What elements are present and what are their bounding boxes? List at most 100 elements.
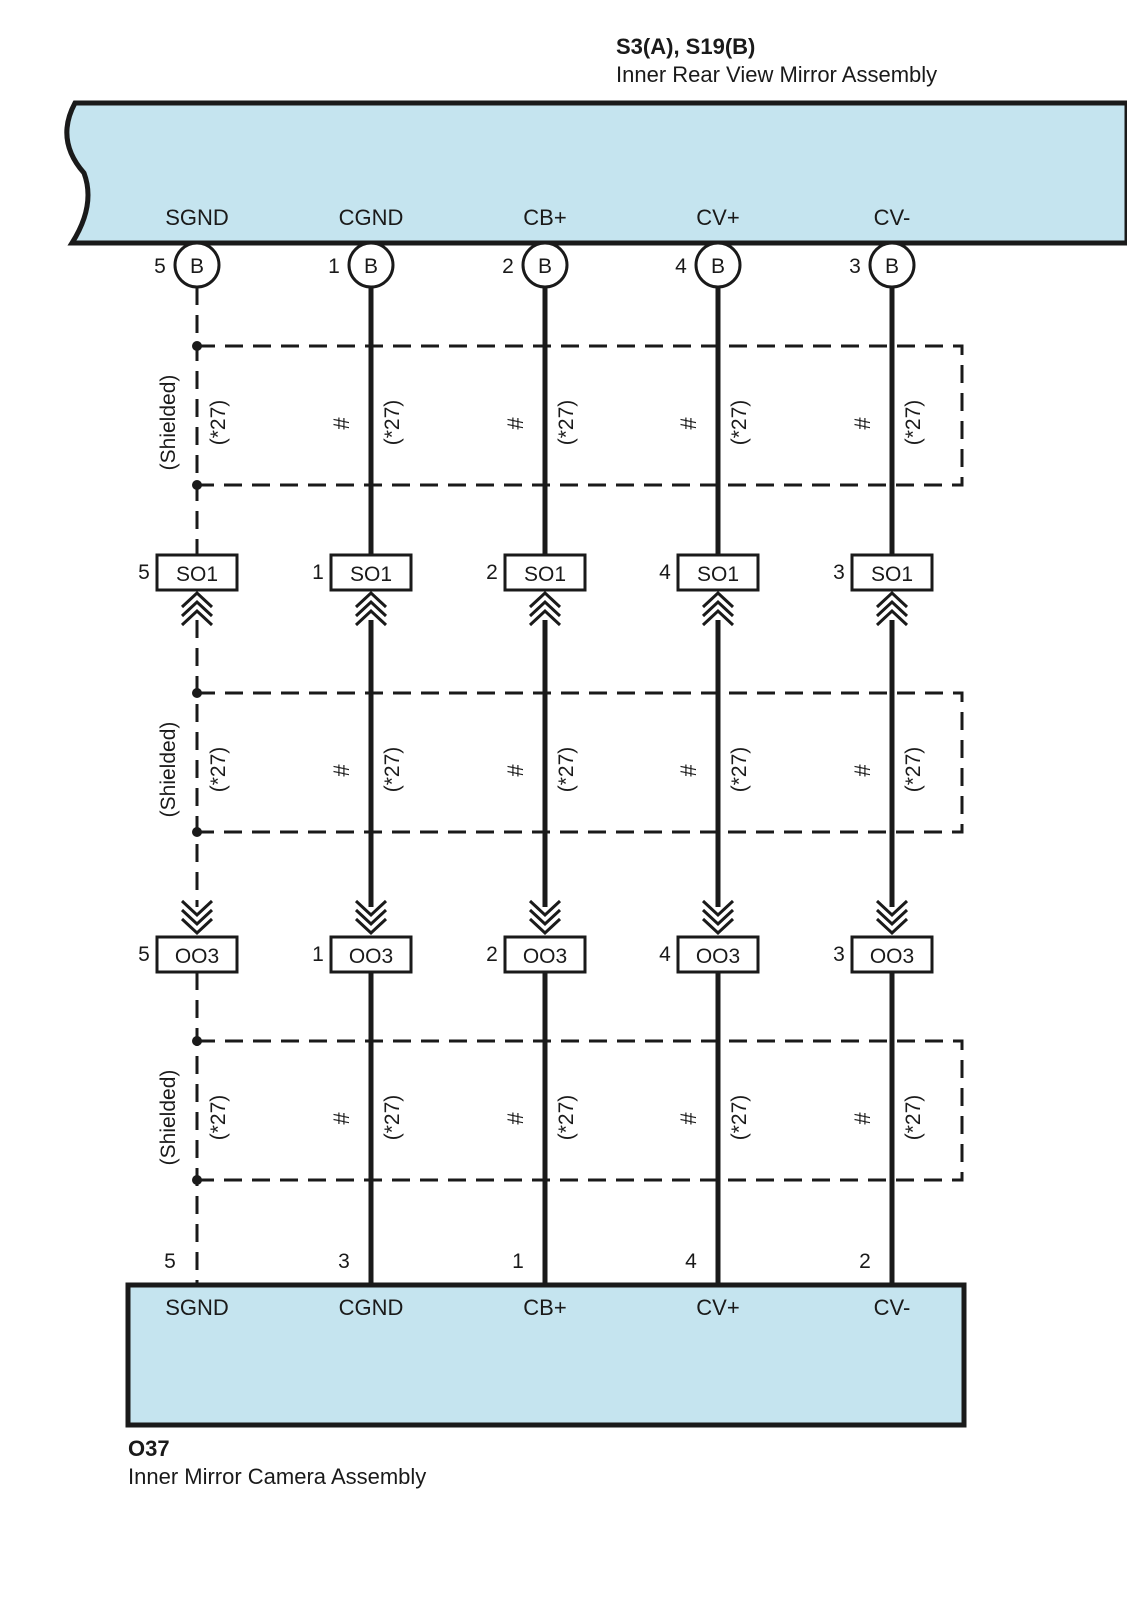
so1-connector-box bbox=[850, 553, 934, 592]
oo3-pin-number: 1 bbox=[312, 943, 324, 966]
top-signal-label: CB+ bbox=[523, 205, 566, 230]
bottom-signal-label: CV- bbox=[874, 1295, 911, 1320]
oo3-connector-label: OO3 bbox=[696, 945, 740, 968]
so1-pin-number: 2 bbox=[486, 561, 498, 584]
oo3-pin-number: 3 bbox=[833, 943, 845, 966]
oo3-connector-label: OO3 bbox=[870, 945, 914, 968]
top-pin-number: 1 bbox=[328, 255, 340, 278]
oo3-connector-label: OO3 bbox=[523, 945, 567, 968]
wire-note-label: (*27) bbox=[381, 1095, 404, 1141]
so1-pin-number: 3 bbox=[833, 561, 845, 584]
so1-connector-box bbox=[155, 553, 239, 592]
top-pin-number: 5 bbox=[154, 255, 166, 278]
so1-pin-number: 4 bbox=[659, 561, 671, 584]
wire-group: SGNDB5SO15OO355SGNDCGNDB1SO11OO313CGNDCB… bbox=[138, 205, 934, 1320]
connector-arrow bbox=[701, 599, 735, 618]
top-signal-label: CV+ bbox=[696, 205, 739, 230]
so1-pin-number: 1 bbox=[312, 561, 324, 584]
top-signal-label: CV- bbox=[874, 205, 911, 230]
shield-label: (Shielded) bbox=[157, 722, 180, 818]
bottom-signal-label: SGND bbox=[165, 1295, 229, 1320]
wire-note-label: (*27) bbox=[902, 747, 925, 793]
bottom-pin-number: 1 bbox=[512, 1250, 524, 1273]
top-connector-circle bbox=[694, 241, 742, 289]
oo3-connector-box bbox=[329, 935, 413, 974]
so1-connector-label: SO1 bbox=[871, 563, 913, 586]
connector-arrow bbox=[180, 590, 214, 609]
connector-arrow bbox=[528, 608, 562, 627]
top-signal-label: SGND bbox=[165, 205, 229, 230]
connector-arrow bbox=[528, 599, 562, 618]
connector-arrow bbox=[875, 590, 909, 609]
connector-arrow bbox=[180, 899, 214, 918]
so1-connector-label: SO1 bbox=[697, 563, 739, 586]
top-component-name: Inner Rear View Mirror Assembly bbox=[616, 62, 938, 87]
bottom-pin-number: 3 bbox=[338, 1250, 350, 1273]
top-pin-number: 2 bbox=[502, 255, 514, 278]
bottom-component-code: O37 bbox=[128, 1436, 170, 1461]
connector-arrow bbox=[875, 908, 909, 927]
connector-arrow bbox=[354, 608, 388, 627]
shield-box-3 bbox=[197, 1039, 964, 1182]
wire-note-label: (*27) bbox=[207, 400, 230, 446]
oo3-connector-label: OO3 bbox=[175, 945, 219, 968]
connector-arrow bbox=[701, 899, 735, 918]
oo3-pin-number: 5 bbox=[138, 943, 150, 966]
twisted-pair-mark: # bbox=[850, 417, 875, 430]
top-signal-label: CGND bbox=[339, 205, 404, 230]
bottom-signal-label: CGND bbox=[339, 1295, 404, 1320]
bottom-pin-number: 5 bbox=[164, 1250, 176, 1273]
twisted-pair-mark: # bbox=[503, 764, 528, 777]
bottom-signal-label: CB+ bbox=[523, 1295, 566, 1320]
wire-note-label: (*27) bbox=[381, 747, 404, 793]
wire-note-label: (*27) bbox=[207, 1095, 230, 1141]
top-component-code: S3(A), S19(B) bbox=[616, 34, 756, 59]
oo3-connector-box bbox=[503, 935, 587, 974]
so1-connector-box bbox=[329, 553, 413, 592]
twisted-pair-mark: # bbox=[850, 1112, 875, 1125]
bottom-signal-label: CV+ bbox=[696, 1295, 739, 1320]
oo3-connector-box bbox=[850, 935, 934, 974]
so1-connector-label: SO1 bbox=[176, 563, 218, 586]
top-component-box bbox=[64, 100, 1127, 246]
shield-group: (Shielded) (*27) (*27) # (*27) # (*27) # (*27) # (… bbox=[157, 341, 964, 1185]
so1-pin-number: 5 bbox=[138, 561, 150, 584]
bottom-pin-number: 4 bbox=[685, 1250, 697, 1273]
connector-arrow bbox=[701, 917, 735, 936]
top-connector-letter: B bbox=[711, 255, 725, 278]
twisted-pair-mark: # bbox=[676, 764, 701, 777]
wire-note-label: (*27) bbox=[381, 400, 404, 446]
wire-note-label: (*27) bbox=[555, 747, 578, 793]
connector-arrow bbox=[528, 908, 562, 927]
oo3-connector-box bbox=[676, 935, 760, 974]
connector-arrow bbox=[528, 899, 562, 918]
wire-note-label: (*27) bbox=[555, 400, 578, 446]
top-connector-letter: B bbox=[190, 255, 204, 278]
twisted-pair-mark: # bbox=[329, 1112, 354, 1125]
connector-arrow bbox=[875, 599, 909, 618]
top-connector-letter: B bbox=[885, 255, 899, 278]
connector-arrow bbox=[180, 917, 214, 936]
connector-arrow bbox=[354, 908, 388, 927]
shield-label: (Shielded) bbox=[157, 375, 180, 471]
connector-arrow bbox=[354, 899, 388, 918]
so1-connector-box bbox=[503, 553, 587, 592]
connector-arrow bbox=[701, 608, 735, 627]
top-connector-letter: B bbox=[538, 255, 552, 278]
bottom-component-name: Inner Mirror Camera Assembly bbox=[128, 1464, 427, 1489]
top-pin-number: 3 bbox=[849, 255, 861, 278]
shield-label: (Shielded) bbox=[157, 1070, 180, 1166]
connector-arrow bbox=[701, 590, 735, 609]
shield-box-1 bbox=[197, 344, 964, 487]
oo3-connector-label: OO3 bbox=[349, 945, 393, 968]
wire-note-label: (*27) bbox=[728, 747, 751, 793]
connector-arrow bbox=[528, 590, 562, 609]
top-connector-circle bbox=[868, 241, 916, 289]
twisted-pair-mark: # bbox=[676, 417, 701, 430]
twisted-pair-mark: # bbox=[503, 1112, 528, 1125]
wire-note-label: (*27) bbox=[207, 747, 230, 793]
connector-arrow bbox=[701, 908, 735, 927]
shield-box-2 bbox=[197, 691, 964, 834]
